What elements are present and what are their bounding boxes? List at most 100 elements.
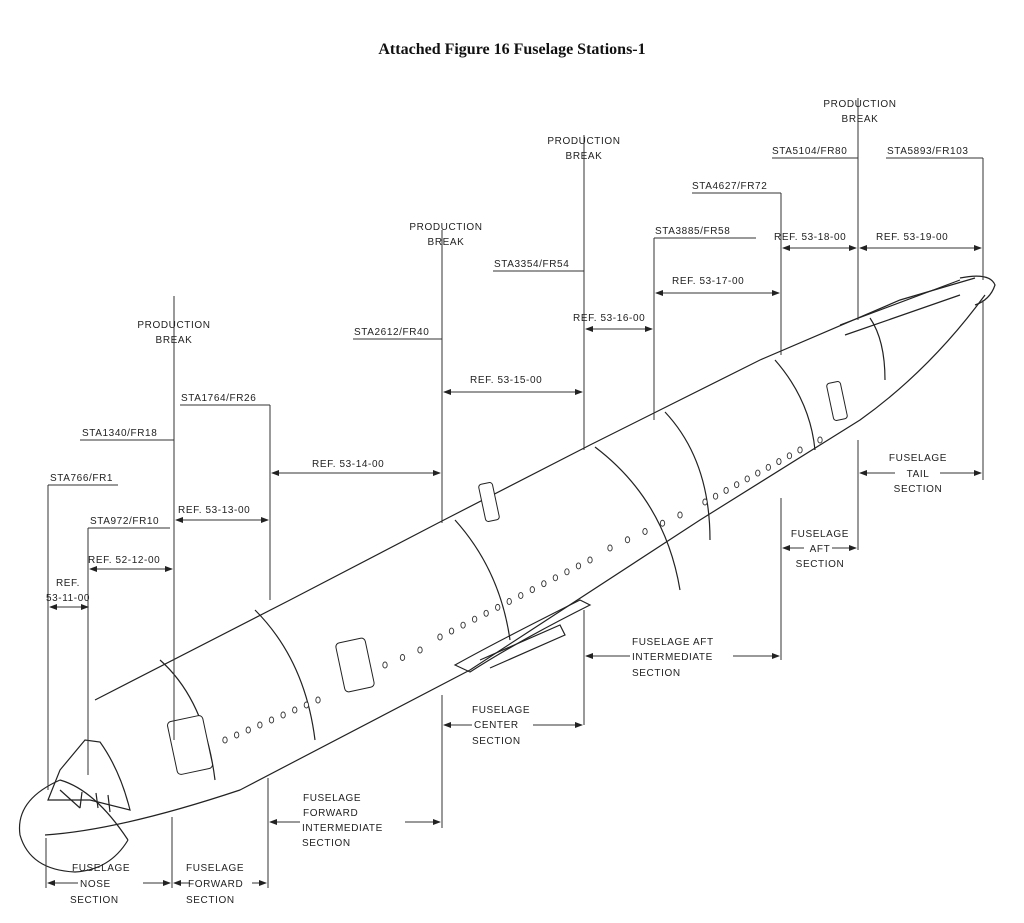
- ref-label-53-15: REF. 53-15-00: [470, 375, 542, 386]
- cabin-window: [786, 452, 793, 460]
- cabin-window: [677, 511, 683, 519]
- cabin-window: [797, 446, 803, 454]
- door-forward: [167, 715, 213, 775]
- svg-text:INTERMEDIATE: INTERMEDIATE: [632, 652, 713, 663]
- cabin-window: [776, 458, 782, 466]
- ref-label-53-18: REF. 53-18-00: [774, 232, 846, 243]
- cabin-window: [642, 528, 648, 535]
- door-center: [478, 482, 500, 522]
- station-label-sta972: STA972/FR10: [90, 516, 159, 527]
- station-labels: STA766/FR1 STA972/FR10 STA1340/FR18 STA1…: [50, 146, 968, 527]
- cabin-window: [575, 562, 582, 570]
- production-break-label: PRODUCTION: [823, 99, 896, 110]
- svg-text:FUSELAGE: FUSELAGE: [472, 705, 530, 716]
- cabin-window: [471, 615, 478, 623]
- cabin-window: [552, 574, 559, 582]
- svg-text:SECTION: SECTION: [632, 668, 681, 679]
- section-label-nose: FUSELAGE NOSE SECTION: [70, 863, 130, 906]
- cabin-window: [712, 492, 719, 500]
- ref-label-53-14: REF. 53-14-00: [312, 459, 384, 470]
- station-label-sta766: STA766/FR1: [50, 473, 113, 484]
- cabin-window: [587, 556, 593, 564]
- production-break-label: BREAK: [566, 151, 603, 162]
- station-label-sta1764: STA1764/FR26: [181, 393, 256, 404]
- cabin-window: [607, 544, 613, 552]
- cabin-window: [417, 646, 423, 654]
- cabin-window: [437, 633, 443, 641]
- cabin-window: [755, 469, 761, 477]
- cabin-window: [399, 654, 406, 661]
- fuselage-outline: [18, 275, 996, 873]
- figure-title: Attached Figure 16 Fuselage Stations-1: [378, 41, 646, 58]
- svg-text:SECTION: SECTION: [70, 895, 119, 906]
- cabin-window: [257, 721, 263, 729]
- section-labels: FUSELAGE NOSE SECTION FUSELAGE FORWARD S…: [70, 453, 947, 906]
- ref-labels: REF. 53-11-00 REF. 52-12-00 REF. 53-13-0…: [46, 232, 948, 604]
- production-break-label: PRODUCTION: [547, 136, 620, 147]
- svg-text:SECTION: SECTION: [472, 736, 521, 747]
- cabin-window: [723, 486, 729, 494]
- cabin-window: [280, 711, 286, 719]
- svg-text:SECTION: SECTION: [894, 484, 943, 495]
- production-break-label: BREAK: [842, 114, 879, 125]
- cabin-window: [448, 627, 455, 635]
- svg-text:AFT: AFT: [810, 544, 831, 555]
- svg-text:FORWARD: FORWARD: [303, 808, 358, 819]
- ref-label-53-17: REF. 53-17-00: [672, 276, 744, 287]
- cabin-window: [659, 519, 666, 527]
- cabin-windows: [222, 436, 823, 744]
- cabin-window: [292, 706, 298, 714]
- svg-text:SECTION: SECTION: [796, 559, 845, 570]
- station-label-sta5104: STA5104/FR80: [772, 146, 847, 157]
- cabin-window: [506, 598, 512, 605]
- section-label-tail: FUSELAGE TAIL SECTION: [889, 453, 947, 495]
- cabin-window: [382, 661, 388, 669]
- cabin-window: [541, 580, 547, 588]
- cabin-window: [315, 696, 321, 704]
- station-label-sta1340: STA1340/FR18: [82, 428, 157, 439]
- ref-arrows: [49, 245, 982, 610]
- cabin-window: [222, 736, 228, 744]
- cabin-window: [765, 463, 771, 471]
- section-label-forward-intermediate: FUSELAGE FORWARD INTERMEDIATE SECTION: [302, 793, 382, 849]
- cabin-window: [702, 498, 708, 506]
- cabin-window: [744, 475, 750, 483]
- svg-text:FUSELAGE: FUSELAGE: [791, 529, 849, 540]
- ref-label-52-12: REF. 52-12-00: [88, 555, 160, 566]
- cabin-window: [529, 586, 535, 594]
- cabin-window: [734, 481, 740, 489]
- station-label-sta4627: STA4627/FR72: [692, 181, 767, 192]
- cabin-window: [624, 536, 631, 544]
- svg-text:FUSELAGE: FUSELAGE: [72, 863, 130, 874]
- station-lines: [47, 98, 984, 790]
- cabin-window: [483, 609, 489, 617]
- cabin-window: [233, 731, 240, 739]
- production-break-labels: PRODUCTION BREAK PRODUCTION BREAK PRODUC…: [137, 99, 896, 346]
- production-break-label: BREAK: [156, 335, 193, 346]
- door-forward-intermediate: [335, 637, 375, 693]
- station-label-sta2612: STA2612/FR40: [354, 327, 429, 338]
- svg-text:SECTION: SECTION: [186, 895, 235, 906]
- section-label-center: FUSELAGE CENTER SECTION: [472, 705, 530, 747]
- cabin-window: [518, 592, 524, 599]
- svg-text:TAIL: TAIL: [907, 469, 930, 480]
- svg-text:FUSELAGE AFT: FUSELAGE AFT: [632, 637, 714, 648]
- svg-text:SECTION: SECTION: [302, 838, 351, 849]
- cabin-window: [303, 701, 310, 709]
- ref-label-53-13: REF. 53-13-00: [178, 505, 250, 516]
- svg-text:FORWARD: FORWARD: [188, 879, 243, 890]
- station-label-sta3885: STA3885/FR58: [655, 226, 730, 237]
- station-label-sta3354: STA3354/FR54: [494, 259, 569, 270]
- ref-label-53-16: REF. 53-16-00: [573, 313, 645, 324]
- cabin-window: [495, 603, 501, 611]
- cabin-window: [268, 716, 275, 724]
- section-lines: [45, 300, 984, 888]
- section-label-aft-intermediate: FUSELAGE AFT INTERMEDIATE SECTION: [632, 637, 714, 679]
- ref-label-53-11: 53-11-00: [46, 593, 90, 604]
- ref-label-53-11: REF.: [56, 578, 80, 589]
- production-break-label: PRODUCTION: [409, 222, 482, 233]
- svg-text:FUSELAGE: FUSELAGE: [303, 793, 361, 804]
- cabin-window: [817, 436, 823, 444]
- cabin-window: [460, 621, 466, 629]
